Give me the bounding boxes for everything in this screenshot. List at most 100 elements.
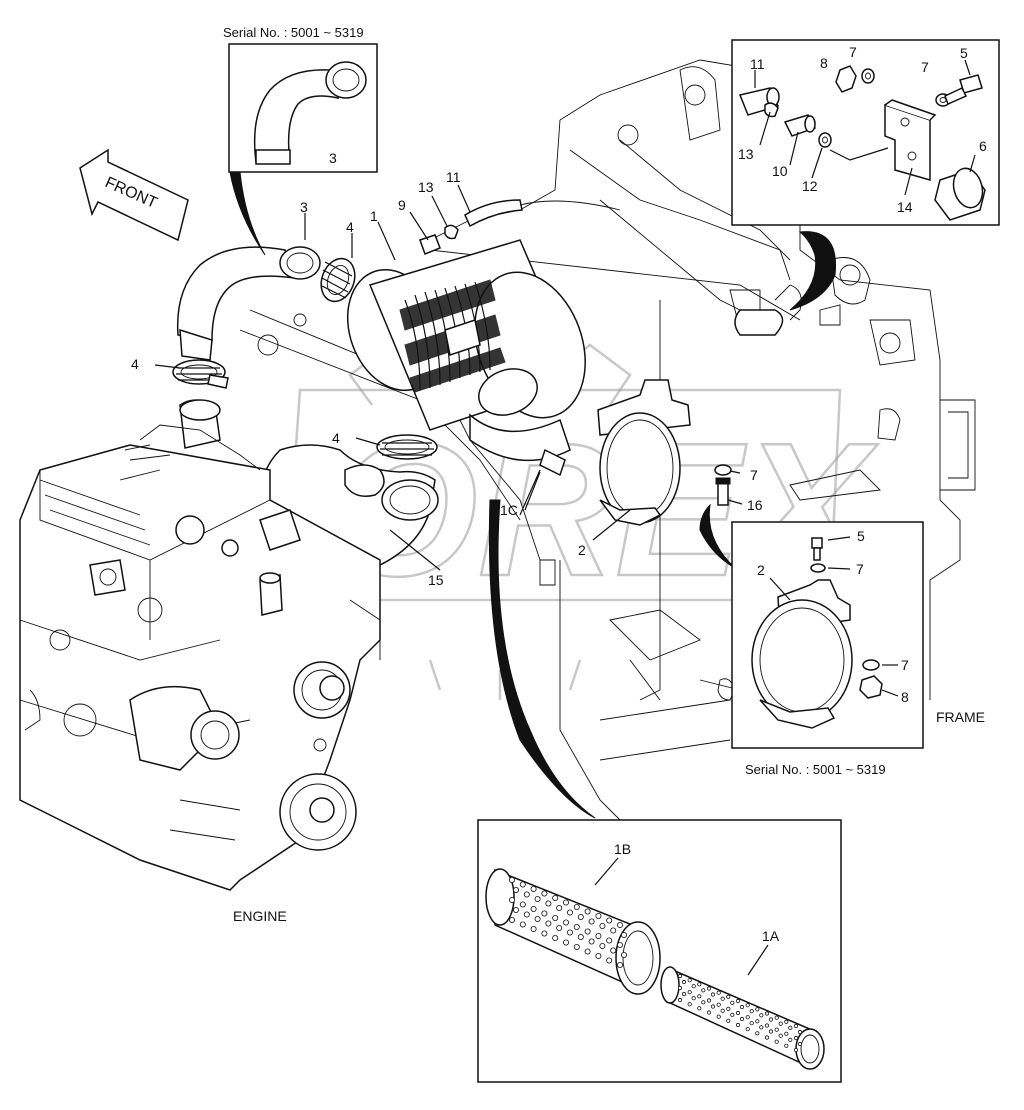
- perforation-dot: [530, 886, 537, 893]
- callout-1c: 1C: [500, 502, 518, 518]
- perforation-dot: [755, 1007, 760, 1012]
- callout-7: 7: [750, 467, 758, 483]
- perforation-dot: [541, 930, 548, 937]
- detail-box-clamp: [731, 521, 924, 749]
- perforation-dot: [588, 938, 595, 945]
- hose-clamp-lower: [172, 359, 229, 389]
- perforation-dot: [697, 994, 702, 999]
- perforation-dot: [784, 1019, 789, 1024]
- front-direction-arrow: FRONT: [79, 148, 189, 242]
- detail-pointers: [229, 171, 837, 819]
- perforation-dot: [687, 1002, 692, 1007]
- hose-clamp-middle: [376, 434, 438, 460]
- perforation-dot: [508, 877, 515, 884]
- detail-box-mount: [731, 39, 1000, 226]
- perforation-dot: [749, 1021, 754, 1026]
- perforation-dot: [610, 947, 617, 954]
- callout-8-detail: 8: [820, 55, 828, 71]
- perforation-dot: [768, 1029, 774, 1034]
- perforation-dot: [573, 944, 580, 951]
- perforation-dot: [523, 891, 530, 898]
- perforation-dot: [508, 897, 515, 904]
- perforation-dot: [621, 932, 628, 939]
- hose-clamp-upper: [320, 257, 356, 303]
- perforation-dot: [706, 1010, 712, 1015]
- perforation-dot: [523, 911, 530, 918]
- callout-4-lower: 4: [131, 356, 139, 372]
- perforation-dot: [784, 1031, 789, 1036]
- callout-8-clamp-detail: 8: [901, 689, 909, 705]
- callout-2-clamp-detail: 2: [757, 562, 765, 578]
- perforation-dot: [745, 1027, 750, 1032]
- callout-1b-filter: 1B: [614, 841, 631, 857]
- perforation-dot: [716, 1002, 721, 1007]
- band-clamp-main: [597, 379, 691, 526]
- perforation-dot: [726, 1018, 731, 1023]
- perforation-dot: [793, 1023, 799, 1029]
- perforation-dot: [710, 992, 716, 997]
- perforation-dot: [745, 1003, 750, 1008]
- perforation-dot: [556, 905, 563, 912]
- perforation-dot: [595, 933, 602, 940]
- perforation-dot: [610, 927, 617, 934]
- perforation-dot: [706, 998, 712, 1003]
- perforation-dot: [541, 910, 548, 917]
- perforation-dot: [697, 982, 702, 987]
- callout-6-detail: 6: [979, 138, 987, 154]
- callout-labels: 3 3 1 4 4 4 9 13 11 1C 2 15 7 16 11 13 1…: [131, 44, 987, 944]
- perforation-dot: [534, 916, 541, 923]
- perforation-dot: [710, 1004, 716, 1009]
- perforation-dot: [681, 991, 687, 997]
- perforation-dot: [768, 1017, 774, 1022]
- perforation-dot: [545, 920, 552, 927]
- perforation-dot: [764, 1011, 770, 1016]
- perforation-dot: [530, 906, 537, 913]
- perforation-dot: [687, 990, 692, 995]
- perforation-dot: [606, 937, 613, 944]
- perforation-dot: [706, 986, 712, 991]
- perforation-dot: [735, 1010, 741, 1016]
- callout-7b-clamp-detail: 7: [901, 657, 909, 673]
- perforation-dot: [677, 985, 683, 991]
- perforation-dot: [513, 907, 520, 914]
- perforation-dot: [573, 904, 580, 911]
- perforation-dot: [595, 953, 602, 960]
- perforation-dot: [726, 1006, 731, 1011]
- callout-16: 16: [747, 497, 763, 513]
- perforation-dot: [563, 939, 570, 946]
- perforation-dot: [797, 1041, 803, 1047]
- perforation-dot: [617, 942, 624, 949]
- leader-lines: [154, 152, 743, 571]
- outer-filter-element: [485, 868, 661, 995]
- callout-4-upper: 4: [346, 219, 354, 235]
- callout-12-detail: 12: [802, 178, 818, 194]
- perforation-dot: [788, 1037, 793, 1042]
- callout-11: 11: [446, 169, 461, 185]
- callout-7a-detail: 7: [849, 44, 857, 60]
- perforation-dot: [552, 895, 559, 902]
- perforation-dot: [563, 899, 570, 906]
- perforation-dot: [774, 1015, 779, 1020]
- perforation-dot: [552, 935, 559, 942]
- detail-box-hose: Serial No. : 5001 ~ 5319: [223, 25, 378, 173]
- intake-hose-main: [176, 246, 321, 361]
- perforation-dot: [508, 917, 515, 924]
- perforation-dot: [567, 929, 574, 936]
- perforation-dot: [534, 896, 541, 903]
- perforation-dot: [599, 923, 606, 930]
- perforation-dot: [764, 1023, 770, 1028]
- perforation-dot: [519, 881, 526, 888]
- perforation-dot: [788, 1025, 793, 1030]
- callout-7a-clamp-detail: 7: [856, 561, 864, 577]
- perforation-dot: [584, 908, 591, 915]
- perforation-dot: [530, 926, 537, 933]
- perforation-dot: [584, 948, 591, 955]
- perforation-dot: [617, 922, 624, 929]
- perforation-dot: [720, 1008, 725, 1013]
- perforation-dot: [617, 962, 624, 969]
- perforation-dot: [681, 979, 687, 985]
- perforation-dot: [519, 921, 526, 928]
- engine-label: ENGINE: [233, 908, 287, 924]
- perforation-dot: [691, 984, 696, 989]
- perforation-dot: [720, 996, 725, 1001]
